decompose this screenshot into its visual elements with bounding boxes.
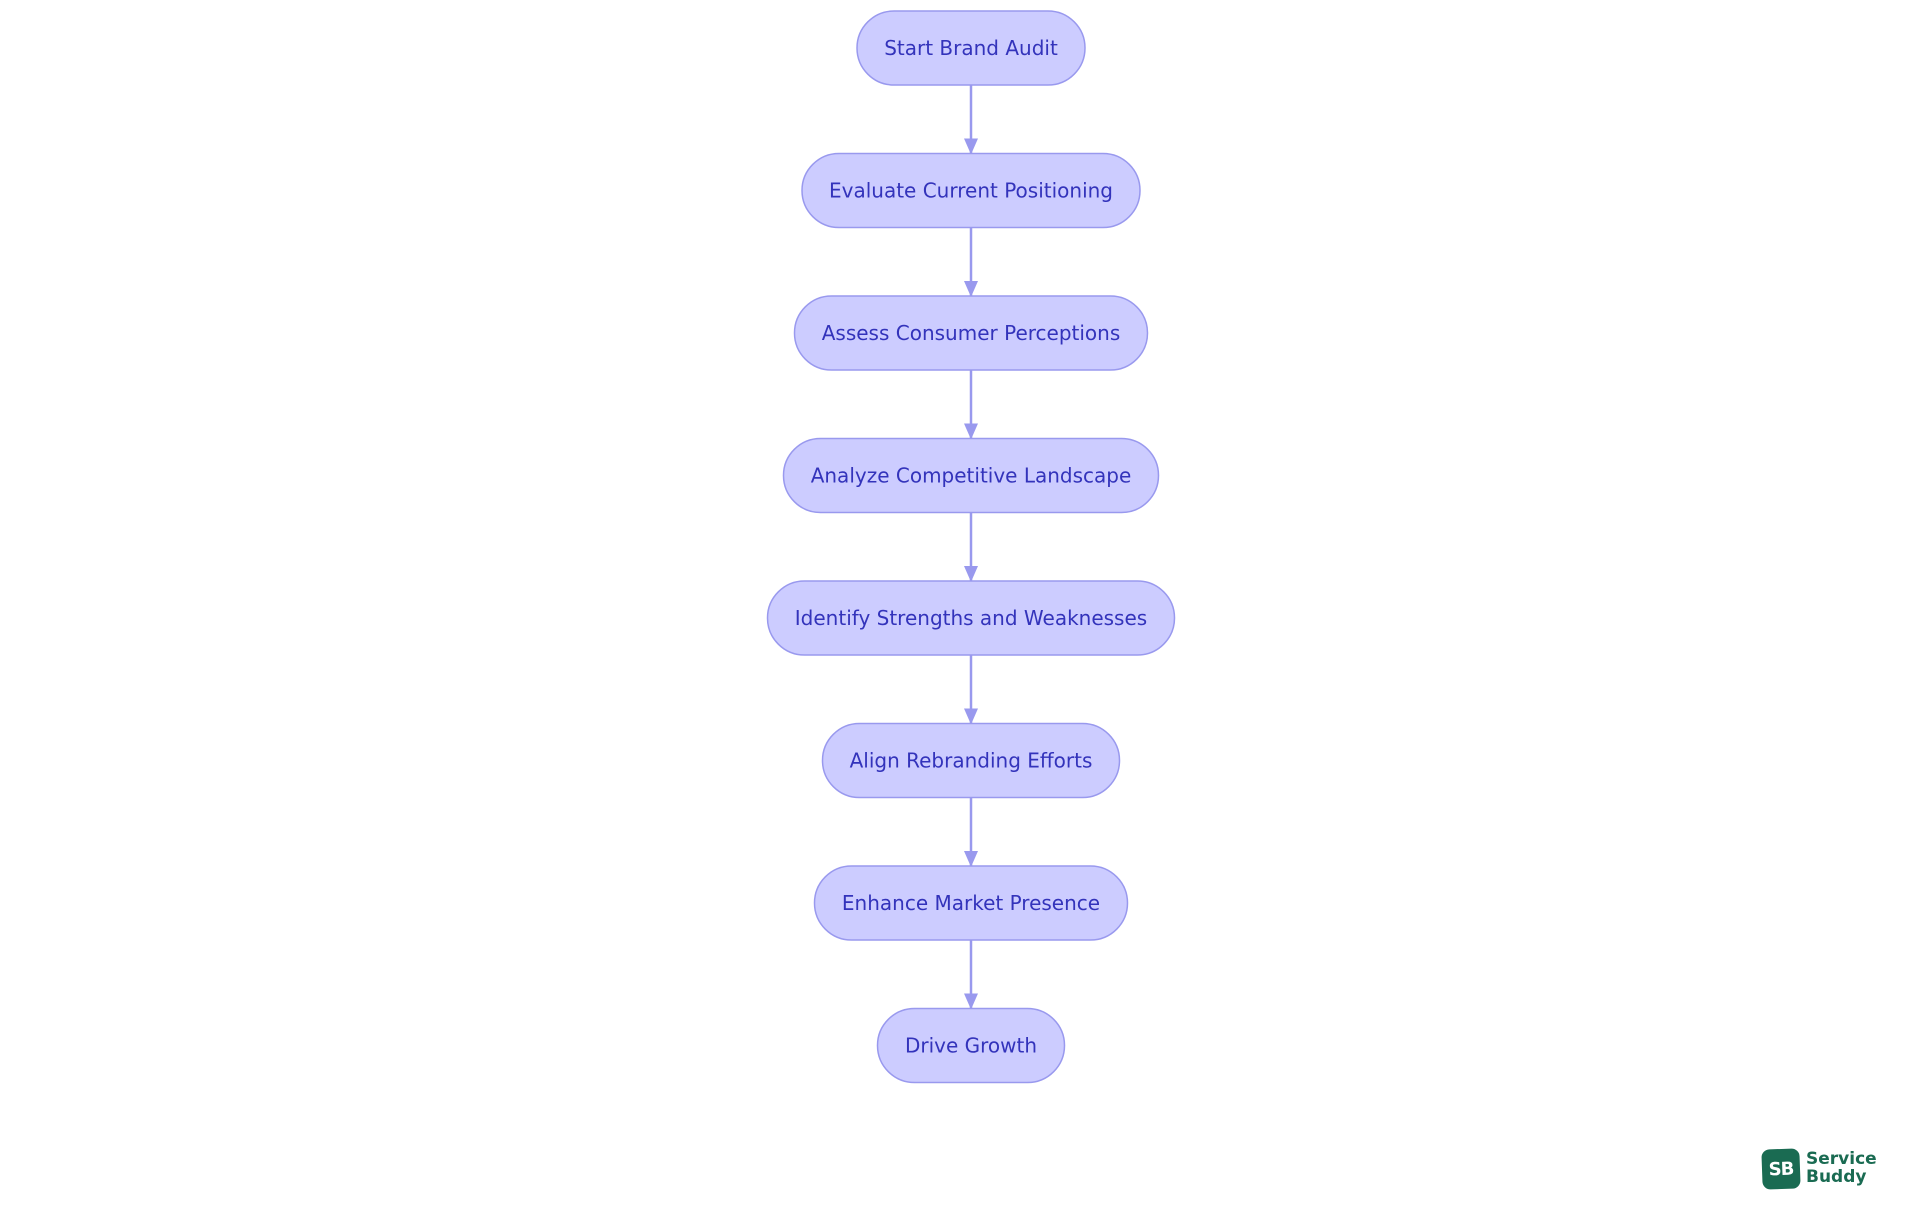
node-shape (856, 10, 1086, 86)
node-evaluate-current-positioning: Evaluate Current Positioning (801, 152, 1141, 229)
node-shape (793, 295, 1149, 371)
node-shape (821, 722, 1121, 799)
node-analyze-competitive-landscape: Analyze Competitive Landscape (782, 437, 1160, 514)
node-assess-consumer-perceptions: Assess Consumer Perceptions (793, 295, 1149, 371)
node-shape (766, 580, 1176, 656)
node-label: Enhance Market Presence (842, 891, 1100, 915)
node-shape (782, 437, 1160, 514)
node-shape (813, 865, 1129, 941)
node-label: Analyze Competitive Landscape (811, 464, 1132, 488)
logo-line-buddy: Buddy (1806, 1167, 1867, 1187)
node-label: Drive Growth (905, 1034, 1037, 1058)
node-align-rebranding-efforts: Align Rebranding Efforts (821, 722, 1121, 799)
logo-badge: SB (1761, 1148, 1801, 1190)
logo-line-service: Service (1806, 1149, 1877, 1169)
node-label: Assess Consumer Perceptions (822, 321, 1121, 345)
node-identify-strengths-and-weaknesses: Identify Strengths and Weaknesses (766, 580, 1176, 656)
node-label: Align Rebranding Efforts (850, 749, 1093, 773)
node-shape (876, 1007, 1066, 1084)
node-start-brand-audit: Start Brand Audit (856, 10, 1086, 86)
logo-wordmark: Service Buddy (1806, 1150, 1877, 1186)
node-label: Start Brand Audit (884, 36, 1058, 60)
node-shape (801, 152, 1141, 229)
node-drive-growth: Drive Growth (876, 1007, 1066, 1084)
service-buddy-logo: SB Service Buddy (1760, 1145, 1877, 1193)
node-enhance-market-presence: Enhance Market Presence (813, 865, 1129, 941)
node-label: Identify Strengths and Weaknesses (795, 606, 1147, 630)
node-label: Evaluate Current Positioning (829, 179, 1113, 203)
